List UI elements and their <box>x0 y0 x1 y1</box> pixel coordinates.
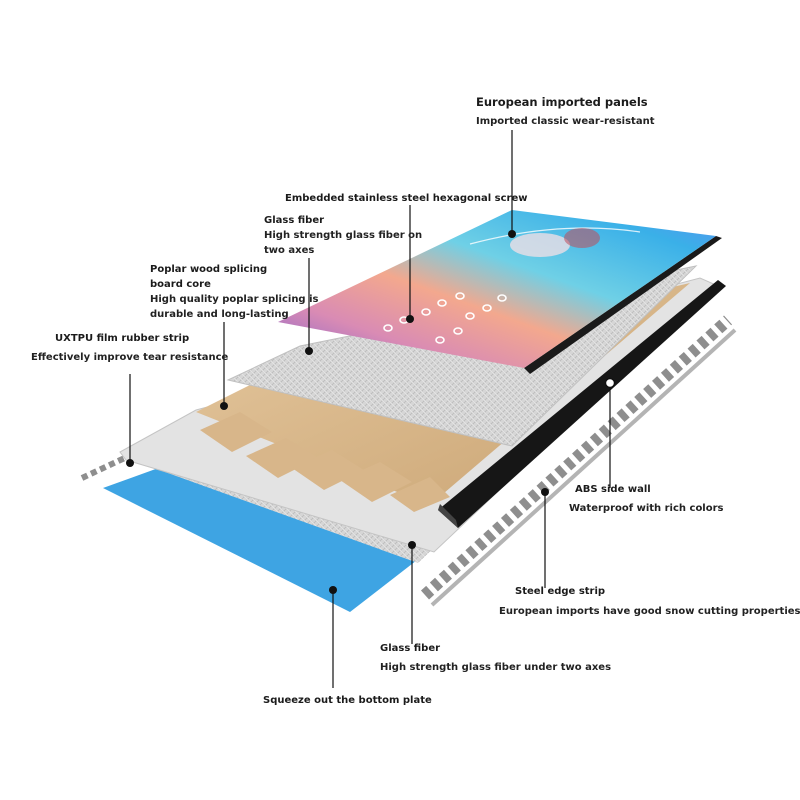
leader-lines <box>129 130 611 688</box>
label-screw-title: Embedded stainless steel hexagonal screw <box>285 193 528 204</box>
label-screw: Embedded stainless steel hexagonal screw <box>285 191 528 206</box>
label-sidewall-title: ABS side wall <box>575 484 651 495</box>
label-glass-bottom-title: Glass fiber <box>380 643 441 654</box>
steel-edge-strip-right <box>420 315 737 607</box>
label-top-panel: European imported panels Imported classi… <box>476 95 654 129</box>
label-sidewall-desc: Waterproof with rich colors <box>569 503 724 514</box>
embedded-screws <box>383 292 507 344</box>
label-steel-edge-title: Steel edge strip <box>515 586 606 597</box>
label-wood-core-desc2: durable and long-lasting <box>150 309 289 320</box>
label-steel-edge-desc: European imports have good snow cutting … <box>499 606 800 617</box>
label-wood-core: Poplar wood splicing board core High qua… <box>150 262 318 322</box>
top-graphic-panel <box>278 210 722 374</box>
label-glass-top: Glass fiber High strength glass fiber on… <box>264 213 422 258</box>
label-glass-top-desc2: two axes <box>264 245 315 256</box>
label-steel-edge: Steel edge strip European imports have g… <box>499 584 800 619</box>
label-top-panel-title: European imported panels <box>476 95 648 109</box>
label-glass-bottom: Glass fiber High strength glass fiber un… <box>380 641 611 675</box>
leader-dots <box>126 230 616 594</box>
label-wood-core-title2: board core <box>150 279 211 290</box>
label-glass-bottom-desc: High strength glass fiber under two axes <box>380 662 612 673</box>
label-rubber-strip-desc: Effectively improve tear resistance <box>31 352 229 363</box>
label-rubber-strip-title: UXTPU film rubber strip <box>55 333 190 344</box>
label-sidewall: ABS side wall Waterproof with rich color… <box>569 482 724 516</box>
label-wood-core-title1: Poplar wood splicing <box>150 264 268 275</box>
label-base: Squeeze out the bottom plate <box>263 693 432 708</box>
label-wood-core-desc1: High quality poplar splicing is <box>150 294 319 305</box>
abs-side-wall <box>438 280 726 528</box>
label-top-panel-desc: Imported classic wear-resistant <box>476 116 655 127</box>
bottom-base-plate <box>103 458 430 612</box>
label-rubber-strip: UXTPU film rubber strip Effectively impr… <box>31 331 228 365</box>
label-glass-top-desc1: High strength glass fiber on <box>264 230 423 241</box>
label-base-title: Squeeze out the bottom plate <box>263 695 432 706</box>
label-glass-top-title: Glass fiber <box>264 215 325 226</box>
